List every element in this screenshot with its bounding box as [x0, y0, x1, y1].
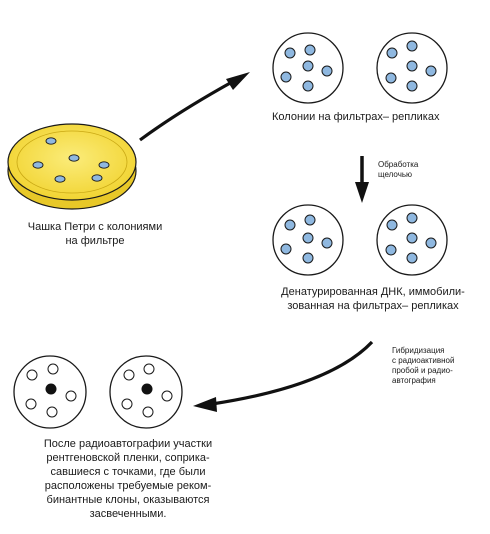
unexposed-spot: [25, 398, 37, 410]
colony: [45, 137, 57, 145]
colony: [425, 65, 437, 77]
colony: [321, 237, 333, 249]
petri-dish: [7, 123, 137, 210]
colony: [98, 161, 110, 169]
colony: [284, 219, 296, 231]
denatured-dna-label: Денатурированная ДНК, иммобили- зованная…: [281, 286, 465, 312]
colony: [406, 232, 418, 244]
replicas-label: Колонии на фильтрах– репликах: [272, 111, 440, 123]
colony: [406, 60, 418, 72]
colony: [91, 174, 103, 182]
unexposed-spot: [26, 369, 38, 381]
colony: [406, 80, 418, 92]
exposed-spot: [141, 383, 153, 395]
petri-dish-label: Чашка Петри с колониями на фильтре: [27, 221, 163, 247]
hybridization-label: Гибридизация с радиоактивной пробой и ра…: [392, 346, 455, 385]
colony: [54, 175, 66, 183]
autoradiograph-films: [13, 355, 183, 429]
colony: [302, 252, 314, 264]
colony: [385, 72, 397, 84]
colony: [280, 243, 292, 255]
colony: [302, 80, 314, 92]
arrow-to-autoradiograph: [211, 340, 374, 406]
unexposed-spot: [161, 390, 173, 402]
unexposed-spot: [65, 390, 77, 402]
unexposed-spot: [46, 406, 58, 418]
unexposed-spot: [123, 369, 135, 381]
arrow-to-replicas: [139, 80, 233, 142]
colony: [406, 212, 418, 224]
colony: [284, 47, 296, 59]
unexposed-spot: [143, 363, 155, 375]
unexposed-spot: [121, 398, 133, 410]
unexposed-spot: [47, 363, 59, 375]
colony: [385, 244, 397, 256]
colony: [304, 214, 316, 226]
colony: [386, 219, 398, 231]
colony: [32, 161, 44, 169]
colony: [425, 237, 437, 249]
colony: [386, 47, 398, 59]
colony: [406, 40, 418, 52]
exposed-spot: [45, 383, 57, 395]
colony: [68, 154, 80, 162]
colony: [321, 65, 333, 77]
denatured-filters: [272, 204, 448, 276]
result-description: После радиоавтографии участки рентгеновс…: [43, 438, 213, 520]
petri-colonies: [32, 137, 110, 183]
colony: [280, 71, 292, 83]
colony: [406, 252, 418, 264]
alkali-treatment-label: Обработка щелочью: [378, 160, 419, 179]
unexposed-spot: [142, 406, 154, 418]
colony: [302, 60, 314, 72]
colony: [302, 232, 314, 244]
replica-filters: [272, 32, 448, 104]
colony: [304, 44, 316, 56]
